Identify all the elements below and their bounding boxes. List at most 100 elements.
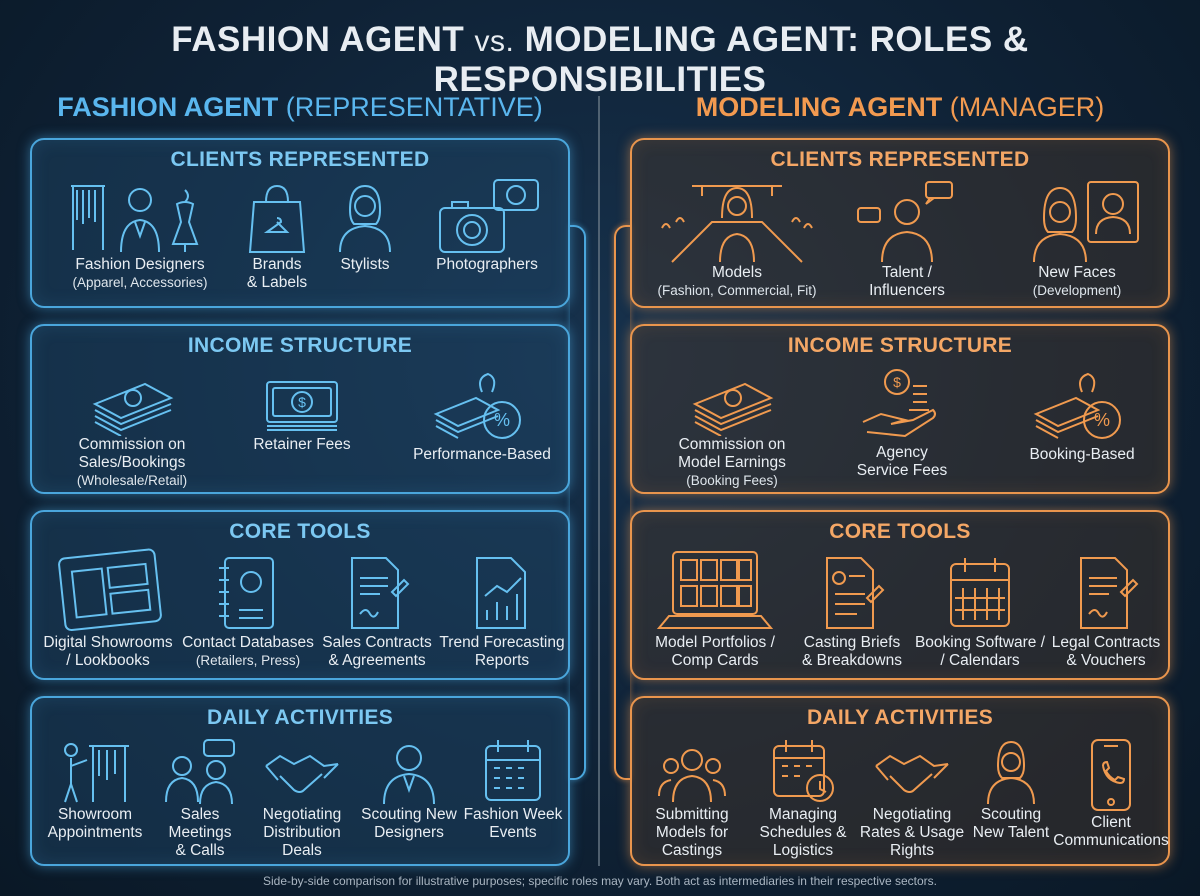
activity-client-communications: Client Communications [1052,736,1170,850]
item-label: Brands [252,256,302,273]
tool-sales-contracts: Sales Contracts & Agreements [317,552,437,670]
svg-text:$: $ [893,374,901,390]
item-label: Photographers [436,256,538,273]
item-label: Scouting New [361,806,457,823]
title-left: FASHION AGENT [171,20,465,59]
percent-money-bag-icon: % [1033,372,1121,439]
client-talent-influencers: Talent / Influencers [842,178,972,300]
item-label: Booking Software / [914,634,1046,651]
item-label: Model Portfolios / [655,634,775,651]
casting-brief-icon [826,557,885,629]
calendar-clock-icon [773,740,834,802]
income-retainer-fees: $ Retainer Fees [222,372,382,454]
item-label: Agency [876,444,928,461]
client-fashion-designers: Fashion Designers (Apparel, Accessories) [50,180,230,291]
item-label: Digital Showrooms [43,634,173,651]
tool-casting-briefs: Casting Briefs & Breakdowns [787,552,917,670]
item-label: & Vouchers [1066,652,1146,669]
item-label: Commission on [78,436,186,453]
trend-report-icon [476,557,526,629]
item-label: Performance-Based [413,446,551,463]
item-label: Contact Databases [182,634,314,651]
center-divider [598,96,600,866]
item-label: Retainer Fees [253,436,351,453]
modeling-tools-panel: CORE TOOLS Model Portfolios / Comp Cards… [630,510,1170,680]
item-label: Negotiating [262,806,342,823]
item-label: Model Earnings [678,454,786,471]
item-label: Talent / [882,264,932,281]
page-title: FASHION AGENT vs. MODELING AGENT: ROLES … [0,20,1200,100]
item-label: & Labels [246,274,308,291]
item-label: Meetings [168,824,232,841]
tool-trend-forecasting: Trend Forecasting Reports [432,552,572,670]
item-sub: (Development) [1032,283,1122,298]
client-models: Models (Fashion, Commercial, Fit) [642,178,832,299]
item-sub: (Apparel, Accessories) [72,275,208,290]
svg-text:$: $ [298,394,306,410]
item-label: & Agreements [328,652,426,669]
panel-title: INCOME STRUCTURE [187,334,413,357]
handshake-icon [265,754,339,793]
item-label: & Breakdowns [802,652,902,669]
client-new-faces: New Faces (Development) [997,178,1157,299]
item-label: Fashion Week [463,806,563,823]
modeling-bracket [614,225,630,780]
activity-scouting-talent: Scouting New Talent [966,736,1056,842]
item-label: Comp Cards [671,652,759,669]
panel-title: CORE TOOLS [229,520,371,543]
group-people-icon [658,749,726,803]
activity-submitting-models: Submitting Models for Castings [642,736,742,860]
tool-digital-showrooms: Digital Showrooms / Lookbooks [38,548,178,670]
calendar-icon [485,740,541,801]
panel-title: CLIENTS REPRESENTED [770,148,1030,171]
panel-title: CLIENTS REPRESENTED [170,148,430,171]
fashion-income-panel: INCOME STRUCTURE Commission on Sales/Boo… [30,324,570,494]
item-label: Stylists [340,256,390,273]
income-agency-fees: $ Agency Service Fees [822,364,982,480]
income-performance: % Performance-Based [402,364,562,464]
item-label: Booking-Based [1029,446,1135,463]
item-label: Service Fees [856,462,948,479]
item-label: Events [489,824,537,841]
phone-icon [1091,739,1131,811]
item-label: Commission on [678,436,786,453]
item-label: Casting Briefs [803,634,901,651]
item-label: / Calendars [940,652,1020,669]
item-label: Influencers [869,282,945,299]
money-stack-icon [692,382,774,436]
client-stylists: Stylists [320,180,410,274]
panel-title: DAILY ACTIVITIES [206,706,394,729]
item-label: Scouting [980,806,1042,823]
laptop-portfolio-icon [656,551,774,629]
item-label: Logistics [772,842,834,859]
panel-title: DAILY ACTIVITIES [806,706,994,729]
contract-pen-icon [351,557,410,629]
footer-disclaimer: Side-by-side comparison for illustrative… [262,874,938,888]
activity-managing-schedules: Managing Schedules & Logistics [748,736,858,860]
fashion-heading-main: FASHION AGENT [57,92,279,122]
fashion-bracket [570,225,586,780]
modeling-clients-panel: CLIENTS REPRESENTED Models (Fashion, Com… [630,138,1170,308]
item-label: & Calls [175,842,225,859]
item-label: Communications [1053,832,1169,849]
activity-sales-meetings: Sales Meetings & Calls [150,736,250,860]
designer-person-icon [383,745,435,805]
activity-fashion-week: Fashion Week Events [460,736,566,842]
tool-legal-contracts: Legal Contracts & Vouchers [1042,552,1170,670]
tablet-lookbook-icon [58,548,162,632]
item-label: Rights [890,842,934,859]
item-sub: (Wholesale/Retail) [76,473,188,488]
tool-model-portfolios: Model Portfolios / Comp Cards [640,548,790,670]
item-label: Submitting [655,806,729,823]
activity-negotiating-deals: Negotiating Distribution Deals [252,736,352,860]
title-vs: vs. [474,25,515,58]
svg-text:%: % [494,410,510,430]
money-stack-icon [92,382,174,436]
fashion-agent-heading: FASHION AGENT (REPRESENTATIVE) [20,92,580,123]
title-right: MODELING AGENT: ROLES & RESPONSIBILITIES [433,20,1029,99]
income-booking-based: % Booking-Based [1002,364,1162,464]
item-label: Fashion Designers [75,256,205,273]
item-sub: (Retailers, Press) [195,653,301,668]
item-label: Reports [474,652,530,669]
item-label: Designers [374,824,444,841]
